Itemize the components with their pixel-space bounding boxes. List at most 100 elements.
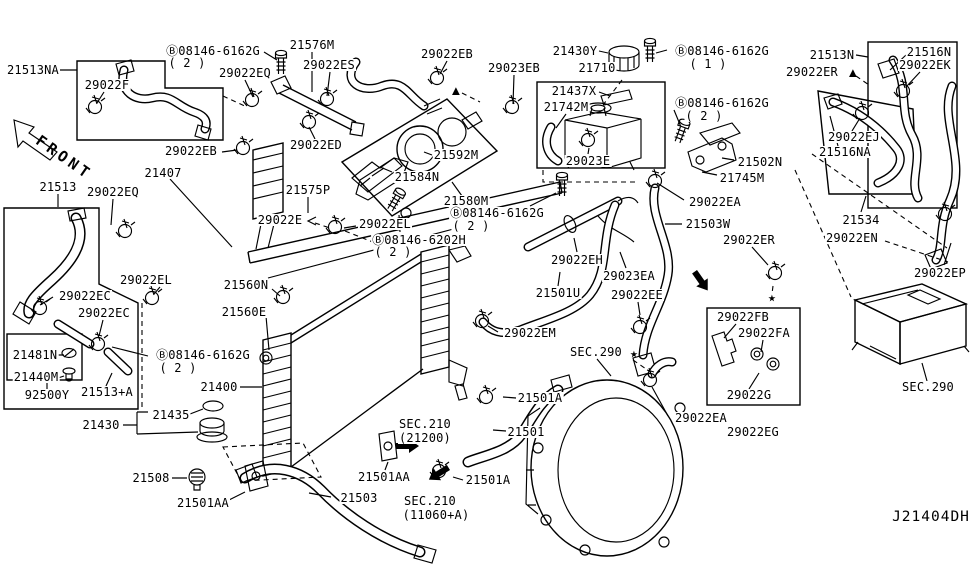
- part-label-29022er-mid: 29022ER: [722, 233, 776, 247]
- part-label-21437x: 21437X: [550, 84, 598, 98]
- fastener-qty-e: ( 2 ): [373, 245, 413, 259]
- part-label-21501u: 21501U: [534, 286, 582, 300]
- pipe-21501u: [523, 196, 639, 252]
- drain-plug-21508: [188, 468, 206, 491]
- direction-arrows: [396, 267, 714, 486]
- part-label-29022el-right: 29022EL: [358, 217, 412, 231]
- part-label-92500y: 92500Y: [23, 388, 71, 402]
- part-label-21575p: 21575P: [284, 183, 332, 197]
- part-label-21430y: 21430Y: [551, 44, 599, 58]
- section-ref-11060a: (11060+A): [401, 508, 471, 522]
- hose-21576m: [270, 57, 443, 137]
- figure-code: J21404DH: [891, 508, 971, 525]
- upper-hose-21513na: [115, 59, 212, 141]
- fastener-qty-a: ( 2 ): [167, 56, 207, 70]
- part-label-21501aa-left: 21501AA: [176, 496, 230, 510]
- part-label-29022ed: 29022ED: [289, 138, 343, 152]
- fastener-label-08146-6162g-e: Ⓑ08146-6162G: [155, 348, 251, 362]
- part-label-21501: 21501: [506, 425, 546, 439]
- part-label-21592m: 21592M: [432, 148, 480, 162]
- part-label-29022ep: 29022EP: [913, 266, 967, 280]
- part-label-21513na: 21513NA: [6, 63, 60, 77]
- part-label-29022e: 29022E: [256, 213, 304, 227]
- hose-29022em-pipe: [478, 200, 620, 338]
- part-label-29023e: 29023E: [564, 154, 612, 168]
- fastener-qty-c: ( 2 ): [684, 109, 724, 123]
- hose-21503: [235, 463, 437, 564]
- section-label-sec290-center: SEC.290: [569, 345, 623, 359]
- part-label-21503w: 21503W: [684, 217, 732, 231]
- motor-housing: [525, 357, 686, 557]
- clip-21501aa-center: [378, 430, 398, 462]
- part-label-29022eh: 29022EH: [550, 253, 604, 267]
- part-label-29022f: 29022F: [83, 78, 131, 92]
- part-label-29022g: 29022G: [725, 388, 773, 402]
- star-marker-b: ★: [629, 346, 639, 362]
- plug-21440m: [62, 367, 76, 382]
- part-label-21501a-lower: 21501A: [464, 473, 512, 487]
- part-label-29022fb: 29022FB: [716, 310, 770, 324]
- star-marker-a: ★: [767, 290, 777, 306]
- part-label-21560n: 21560N: [222, 278, 270, 292]
- section-label-sec210-b: SEC.210: [403, 494, 457, 508]
- fastener-label-08146-6202h: Ⓑ08146-6202H: [371, 233, 467, 247]
- hose-21501: [462, 374, 573, 468]
- part-label-21516na: 21516NA: [818, 145, 872, 159]
- part-label-29022eg: 29022EG: [726, 425, 780, 439]
- part-label-29023ea: 29023EA: [602, 269, 656, 283]
- cap-21430: [196, 417, 228, 443]
- inverter-unit: [851, 283, 970, 366]
- washer-21435: [202, 400, 224, 412]
- dashed-lines: [141, 75, 949, 408]
- part-label-29022er-top: 29022ER: [785, 65, 839, 79]
- radiator: [262, 244, 472, 477]
- part-label-21503: 21503: [339, 491, 379, 505]
- section-ref-21200: (21200): [398, 431, 452, 445]
- fastener-label-08146-6162g-c: Ⓑ08146-6162G: [674, 96, 770, 110]
- part-label-21481n: 21481N: [11, 348, 59, 362]
- part-label-29022fa: 29022FA: [737, 326, 791, 340]
- part-label-29022em: 29022EM: [503, 326, 557, 340]
- part-label-29022el-left: 29022EL: [119, 273, 173, 287]
- fastener-qty-b: ( 1 ): [688, 57, 728, 71]
- part-label-21745m: 21745M: [718, 171, 766, 185]
- part-label-29022ea-bottom: 29022EA: [674, 411, 728, 425]
- fastener-qty-d: ( 2 ): [451, 219, 491, 233]
- part-label-21407: 21407: [143, 166, 183, 180]
- part-label-21576m: 21576M: [288, 38, 336, 52]
- part-label-29022ea-top: 29022EA: [688, 195, 742, 209]
- part-label-21508: 21508: [131, 471, 171, 485]
- part-label-21580m: 21580M: [442, 194, 490, 208]
- part-label-29022ec-b: 29022EC: [77, 306, 131, 320]
- fastener-label-08146-6162g-a: Ⓑ08146-6162G: [165, 44, 261, 58]
- part-label-21435: 21435: [151, 408, 191, 422]
- part-label-21513: 21513: [38, 180, 78, 194]
- radiator-drain-outline: [222, 442, 322, 482]
- part-label-21513a: 21513+A: [80, 385, 134, 399]
- part-label-29022eq-mid: 29022EQ: [86, 185, 140, 199]
- part-label-21560e: 21560E: [220, 305, 268, 319]
- part-label-29022eb-left: 29022EB: [164, 144, 218, 158]
- triangle-marker-b: ▲: [848, 65, 858, 81]
- grommets-29022fa-g: [711, 331, 780, 371]
- part-label-29022ek: 29022EK: [898, 58, 952, 72]
- part-label-21501a-upper: 21501A: [516, 391, 564, 405]
- part-label-29022es: 29022ES: [302, 58, 356, 72]
- part-label-21710: 21710: [577, 61, 617, 75]
- hose-21513: [12, 207, 133, 376]
- part-label-21502n: 21502N: [736, 155, 784, 169]
- fastener-label-08146-6162g-b: Ⓑ08146-6162G: [674, 44, 770, 58]
- fastener-label-08146-6162g-d: Ⓑ08146-6162G: [449, 206, 545, 220]
- leader-lines: [39, 49, 952, 501]
- part-label-29022en: 29022EN: [825, 231, 879, 245]
- bracket-21745m: [687, 122, 741, 173]
- section-label-sec290-right: SEC.290: [901, 380, 955, 394]
- part-label-21584n: 21584N: [393, 170, 441, 184]
- part-label-21513n: 21513N: [808, 48, 856, 62]
- part-label-29022ee: 29022EE: [610, 288, 664, 302]
- part-label-21516n: 21516N: [905, 45, 953, 59]
- part-label-29022eb-top: 29022EB: [420, 47, 474, 61]
- front-arrow-icon: [13, 119, 58, 161]
- part-label-21400: 21400: [199, 380, 239, 394]
